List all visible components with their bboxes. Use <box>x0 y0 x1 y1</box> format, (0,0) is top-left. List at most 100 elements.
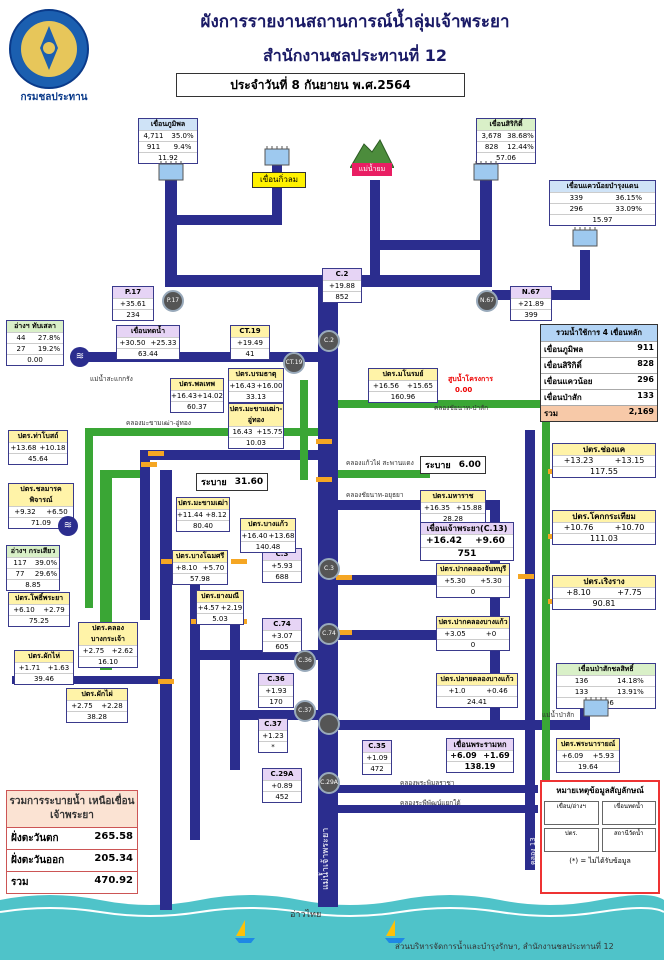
river-pasak-lower <box>338 720 583 730</box>
station-c2-node[interactable]: C.2 <box>318 330 340 352</box>
gate-thaboran-box[interactable]: ปตร.ท่าโบสถ์ +13.68+10.18 45.64 <box>8 430 68 465</box>
river-wang <box>272 165 282 225</box>
gate-borommathat-box[interactable]: ปตร.บรมธาตุ +16.43+16.00 33.13 <box>228 368 284 403</box>
gate-mark <box>161 559 177 564</box>
summary-title: รวมน้ำใช้การ 4 เขื่อนหลัก <box>541 325 657 341</box>
gate-phranakhon-box[interactable]: ปตร.ปลายคลองบางแก้ว +1.0+0.46 24.41 <box>436 673 518 708</box>
gate-phranarai-box[interactable]: ปตร.พระนารายณ์ +6.09+5.93 19.64 <box>556 738 620 773</box>
gate-makham-box[interactable]: ปตร.ผักไผ่ +2.75+2.28 38.28 <box>66 688 128 723</box>
canal-west-outlet <box>12 676 162 684</box>
pump-icon-2: ≋ <box>58 516 78 536</box>
river-kwaenoi <box>580 250 590 300</box>
gate-maharat-box[interactable]: ปตร.มหาราช +16.35+15.88 28.28 <box>420 490 486 525</box>
gate-mark <box>336 630 352 635</box>
station-c36-box[interactable]: C.36 +1.93 170 <box>258 673 294 708</box>
station-c37-node[interactable]: C.37 <box>294 700 316 722</box>
gate-makhamtao-box[interactable]: ปตร.มะขามเฒ่า +11.44+8.12 80.40 <box>176 497 230 532</box>
canal-rapipat <box>338 805 538 813</box>
station-c3-node[interactable]: C.3 <box>318 558 340 580</box>
river-pasak <box>490 500 500 730</box>
rid-emblem-icon <box>9 9 89 89</box>
gate-khokkrathiam-box[interactable]: ปตร.โคกกระเทียม +10.76+10.70 111.03 <box>552 510 656 545</box>
legend-cell: ปตร. <box>544 828 599 852</box>
station-ct19-node[interactable]: CT.19 <box>283 352 305 374</box>
label-canal-makhamtao: คลองมะขามเฒ่า-อู่ทอง <box>126 419 191 427</box>
river-yom-nan-join <box>370 240 492 250</box>
gate-rengrang-box[interactable]: ปตร.เริงราง +8.10+7.75 90.81 <box>552 575 656 610</box>
outflow-title: รวมการระบายน้ำ เหนือเขื่อนเจ้าพระยา <box>9 796 135 821</box>
gate-chongkae-box[interactable]: ปตร.ช่องแค +13.23+13.15 117.55 <box>552 443 656 478</box>
dam-name: เขื่อนสิริกิติ์ <box>477 119 535 130</box>
station-c74-node[interactable]: C.74 <box>318 623 340 645</box>
station-c3-box[interactable]: C.3 +5.93 688 <box>262 548 302 583</box>
label-canal-chainat-ayutthaya: คลองชัยนาท-อยุธยา <box>346 491 404 499</box>
station-n67-box[interactable]: N.67 +21.89 399 <box>510 286 552 321</box>
gate-manorom-box[interactable]: ปตร.มโนรมย์ +16.56+15.65 160.96 <box>368 368 438 403</box>
station-c36-node[interactable]: C.36 <box>294 650 316 672</box>
gate-phonlathep-box[interactable]: ปตร.พลเทพ +16.43+14.02 60.37 <box>170 378 224 413</box>
station-c2-box[interactable]: C.2 +19.88 852 <box>322 268 362 303</box>
gate-phakhai-box[interactable]: ปตร.ผักไห่ +1.71+1.63 39.46 <box>14 650 74 685</box>
dam-chaophraya-box[interactable]: เขื่อนเจ้าพระยา(C.13) +16.42+9.60 751 <box>420 522 514 561</box>
gate-phophraya-box[interactable]: ปตร.โพธิ์พระยา +6.10+2.79 75.25 <box>8 592 70 627</box>
station-c31-node[interactable] <box>318 713 340 735</box>
gate-yangmani-box[interactable]: ปตร.ยางมณี +4.57+2.19 5.03 <box>196 590 244 625</box>
station-n67-node[interactable]: N.67 <box>476 290 498 312</box>
dam-name: เขื่อนป่าสักชลสิทธิ์ <box>557 664 655 675</box>
station-c37-box[interactable]: C.37 +1.23 * <box>258 718 288 753</box>
gate-mark <box>148 451 164 456</box>
legend-box: หมายเหตุข้อมูลสัญลักษณ์ เขื่อน/อ่างฯเขื่… <box>540 780 660 894</box>
dam-phrarama6-box[interactable]: เขื่อนพระรามหก +6.09+1.69 138.19 <box>446 738 514 773</box>
gate-bangkeaw-box[interactable]: ปตร.บางแก้ว +16.40+13.68 140.48 <box>240 518 296 553</box>
river-chaophraya <box>318 287 338 907</box>
gate-chainat-box[interactable]: ปตร.ชลมารคพิจารณ์ +9.32+6.50 71.09 <box>8 483 74 529</box>
canal-east-3 <box>338 630 448 640</box>
gate-sammuk-box[interactable]: ปตร.ปากคลองจันทบุรี +5.30+5.30 0 <box>436 563 510 598</box>
gate-mahasarakham-box[interactable]: ปตร.มะขามเฒ่า-อู่ทอง 16.43+15.75 10.03 <box>228 403 284 449</box>
boat-icon-2 <box>385 920 405 943</box>
wave-line <box>0 907 664 917</box>
gate-bangpho-box[interactable]: ปตร.ปากคลองบางแก้ว +3.05+0 0 <box>436 616 510 651</box>
dam-kwaenoi-icon <box>572 227 598 247</box>
station-c35-box[interactable]: C.35 +1.09 472 <box>362 740 392 775</box>
station-ct19-box[interactable]: CT.19 +19.49 41 <box>230 325 270 360</box>
gate-bangkhlan-box[interactable]: ปตร.บางโฉมศรี +8.10+5.70 57.98 <box>172 550 228 585</box>
label-canal-chainat-pasak: คลองชัยนาท-ป่าสัก <box>434 404 489 412</box>
legend-cell: เขื่อน/อ่างฯ <box>544 801 599 825</box>
river-sakaekrang <box>82 352 318 362</box>
gate-mark <box>158 679 174 684</box>
canal-west <box>140 450 150 620</box>
station-c29a-box[interactable]: C.29A +0.89 452 <box>262 768 302 803</box>
canal-link-2 <box>190 650 320 660</box>
canal-green-east-down <box>542 400 550 870</box>
dam-kiwlom-label: เขื่อนกิ่วลม <box>252 172 306 188</box>
canal-west-top <box>140 450 320 460</box>
mountain-icon <box>350 139 394 168</box>
legend-note: (*) = ไม่ได้รับข้อมูล <box>569 857 631 865</box>
gate-mark <box>141 462 157 467</box>
gate-sakae-box[interactable]: เขื่อนทดน้ำ +30.50+25.33 63.44 <box>116 325 180 360</box>
station-p17-node[interactable]: P.17 <box>162 290 184 312</box>
gate-mark <box>316 439 332 444</box>
station-p17-box[interactable]: P.17 +35.61 234 <box>112 286 154 321</box>
gate-mark <box>231 559 247 564</box>
station-c74-box[interactable]: C.74 +3.07 605 <box>262 618 302 653</box>
label-canal-kaewphai: คลองแก้วไผ่ สะพานแดง <box>346 459 414 467</box>
gate-bangkhla-box[interactable]: ปตร.คลองบางกระเจ้า +2.75+2.62 16.10 <box>78 622 138 668</box>
dam-name: เขื่อนแควน้อยบำรุงแดน <box>550 181 655 192</box>
station-c29a-node[interactable]: C.29A <box>318 772 340 794</box>
